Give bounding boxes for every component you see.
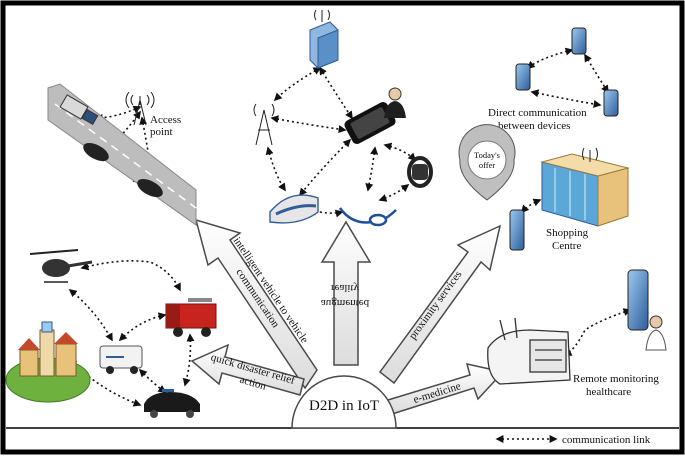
road-scene: Access point (47, 83, 197, 226)
access-point-label-2: point (150, 126, 173, 138)
antenna-icon (314, 9, 330, 22)
cell-tower-icon (253, 103, 275, 146)
center-hub (291, 375, 397, 429)
ambulance-icon (99, 345, 143, 374)
server-tower (309, 9, 339, 69)
person-icon (384, 87, 406, 118)
server-icon (309, 21, 339, 69)
arrow-disaster (190, 343, 305, 396)
smartwatch-icon (407, 156, 433, 188)
arrow-ar (320, 220, 372, 366)
phone-icon (509, 209, 525, 251)
ar-label-line1: augmented (321, 297, 370, 309)
arrow-proximity (378, 224, 502, 385)
fire-truck-icon (165, 298, 217, 337)
antenna-icon (582, 147, 598, 162)
police-car-icon (144, 389, 200, 418)
emedicine-label: e-medicine (412, 380, 462, 406)
remote-label-2: healthcare (586, 386, 631, 398)
remote-label-1: Remote monitoring (573, 373, 659, 385)
truck-icon (59, 94, 99, 126)
map-pin-icon (458, 124, 516, 201)
direct-comm-phones (515, 27, 619, 117)
direct-comm-label-1: Direct communication (488, 107, 587, 119)
legend-label: communication link (562, 434, 651, 446)
shopping-label-2: Centre (552, 240, 581, 252)
ar-label-line2: reality (331, 282, 360, 294)
doctor-icon (645, 315, 667, 351)
phone-icon (515, 63, 531, 91)
arrow-v2v (194, 218, 318, 390)
shopping-label-1: Shopping (546, 227, 589, 239)
phone-icon (571, 27, 587, 55)
helicopter-icon (29, 249, 93, 283)
access-point-icon (125, 91, 155, 126)
car-icon (83, 142, 163, 198)
hospital-bed-icon (487, 317, 571, 385)
todays-offer-label-2: offer (479, 160, 496, 170)
shopping-centre-icon (540, 153, 630, 227)
smartphone-icon (344, 102, 396, 144)
todays-offer-label-1: Today's (474, 150, 500, 160)
phone-icon (627, 269, 649, 331)
legend: communication link (495, 434, 651, 446)
access-point-label-1: Access (150, 114, 181, 126)
smart-glasses-icon (338, 207, 397, 227)
center-title: D2D in IoT (309, 398, 379, 414)
proximity-label: proximity services (407, 269, 465, 342)
direct-comm-label-2: between devices (498, 120, 570, 132)
town-icon (5, 321, 91, 403)
arrow-group (190, 218, 505, 415)
train-icon (269, 194, 319, 224)
phone-icon (603, 89, 619, 117)
arrow-emedicine (387, 362, 505, 415)
